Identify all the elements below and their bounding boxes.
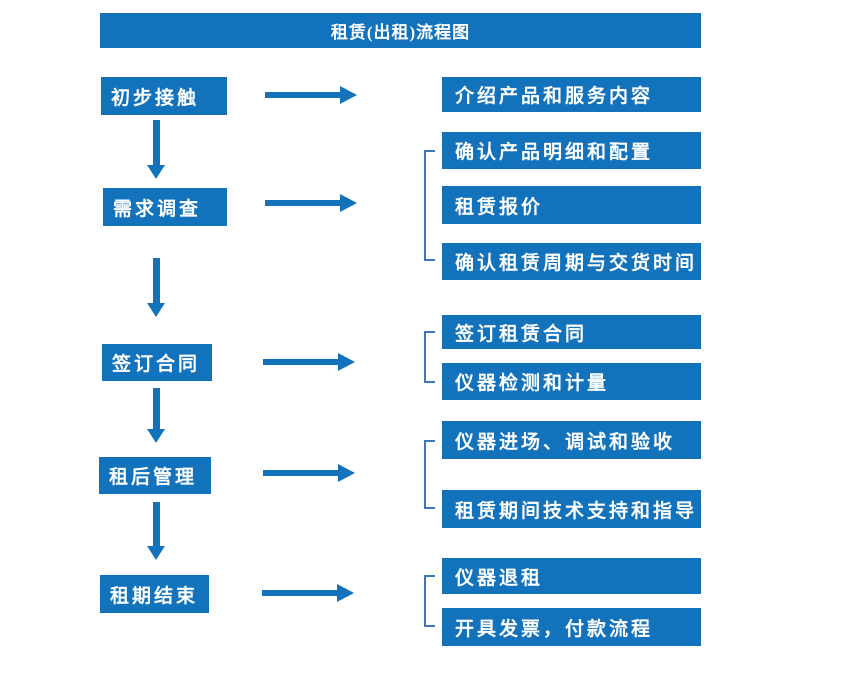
output-box-invoice-payment: 开具发票，付款流程 — [442, 608, 701, 646]
output-box-confirm-product-details: 确认产品明细和配置 — [442, 132, 701, 169]
down-arrow-shaft — [152, 388, 160, 429]
down-arrow-icon — [147, 388, 165, 443]
output-box-sign-rental-contract: 签订租赁合同 — [442, 315, 701, 349]
right-arrow-shaft — [262, 590, 338, 596]
output-box-instrument-testing: 仪器检测和计量 — [442, 363, 701, 400]
chart-title: 租赁(出租)流程图 — [330, 23, 471, 42]
step-box-rental-end: 租期结束 — [100, 575, 209, 613]
step-label: 初步接触 — [111, 87, 200, 109]
group-bracket — [424, 150, 435, 261]
right-arrow-icon — [265, 194, 357, 213]
output-box-instrument-setup-acceptance: 仪器进场、调试和验收 — [442, 421, 701, 459]
right-arrow-head — [337, 584, 354, 602]
right-arrow-icon — [262, 584, 354, 603]
output-label: 介绍产品和服务内容 — [455, 86, 654, 107]
step-box-demand-survey: 需求调查 — [103, 188, 227, 226]
down-arrow-head — [147, 546, 165, 560]
step-label: 租期结束 — [110, 585, 199, 607]
down-arrow-shaft — [152, 120, 160, 165]
right-arrow-icon — [263, 464, 355, 483]
step-box-sign-contract: 签订合同 — [102, 344, 212, 381]
step-label: 租后管理 — [109, 467, 198, 488]
output-box-technical-support: 租赁期间技术支持和指导 — [442, 490, 701, 528]
down-arrow-shaft — [152, 502, 160, 546]
right-arrow-shaft — [263, 359, 339, 365]
right-arrow-icon — [263, 353, 355, 372]
output-label: 仪器进场、调试和验收 — [455, 431, 676, 453]
output-label: 租赁报价 — [455, 196, 544, 218]
output-label: 开具发票，付款流程 — [455, 618, 654, 640]
right-arrow-shaft — [263, 470, 339, 476]
output-box-instrument-return: 仪器退租 — [442, 558, 701, 594]
group-bracket — [424, 440, 435, 509]
chart-title-bar: 租赁(出租)流程图 — [100, 13, 701, 48]
down-arrow-shaft — [152, 258, 160, 303]
step-label: 需求调查 — [113, 198, 202, 220]
output-label: 租赁期间技术支持和指导 — [455, 500, 698, 522]
group-bracket — [424, 331, 435, 383]
right-arrow-head — [340, 86, 357, 104]
right-arrow-icon — [265, 86, 357, 105]
right-arrow-shaft — [265, 92, 341, 98]
output-label: 确认租赁周期与交货时间 — [455, 253, 698, 274]
right-arrow-head — [338, 464, 355, 482]
output-label: 确认产品明细和配置 — [455, 142, 654, 163]
output-box-introduce-products: 介绍产品和服务内容 — [442, 77, 701, 112]
down-arrow-head — [147, 303, 165, 317]
output-label: 仪器退租 — [455, 567, 544, 589]
step-box-post-rental-management: 租后管理 — [99, 457, 211, 494]
down-arrow-head — [147, 165, 165, 179]
step-label: 签订合同 — [112, 354, 201, 375]
output-box-confirm-rental-period: 确认租赁周期与交货时间 — [442, 243, 701, 280]
right-arrow-shaft — [265, 200, 341, 206]
down-arrow-icon — [147, 502, 165, 560]
down-arrow-icon — [147, 120, 165, 179]
output-label: 签订租赁合同 — [455, 323, 588, 345]
step-box-initial-contact: 初步接触 — [101, 77, 227, 115]
right-arrow-head — [340, 194, 357, 212]
down-arrow-head — [147, 429, 165, 443]
down-arrow-icon — [147, 258, 165, 317]
right-arrow-head — [338, 353, 355, 371]
group-bracket — [424, 575, 435, 627]
output-label: 仪器检测和计量 — [455, 373, 610, 394]
output-box-rental-quote: 租赁报价 — [442, 186, 701, 224]
